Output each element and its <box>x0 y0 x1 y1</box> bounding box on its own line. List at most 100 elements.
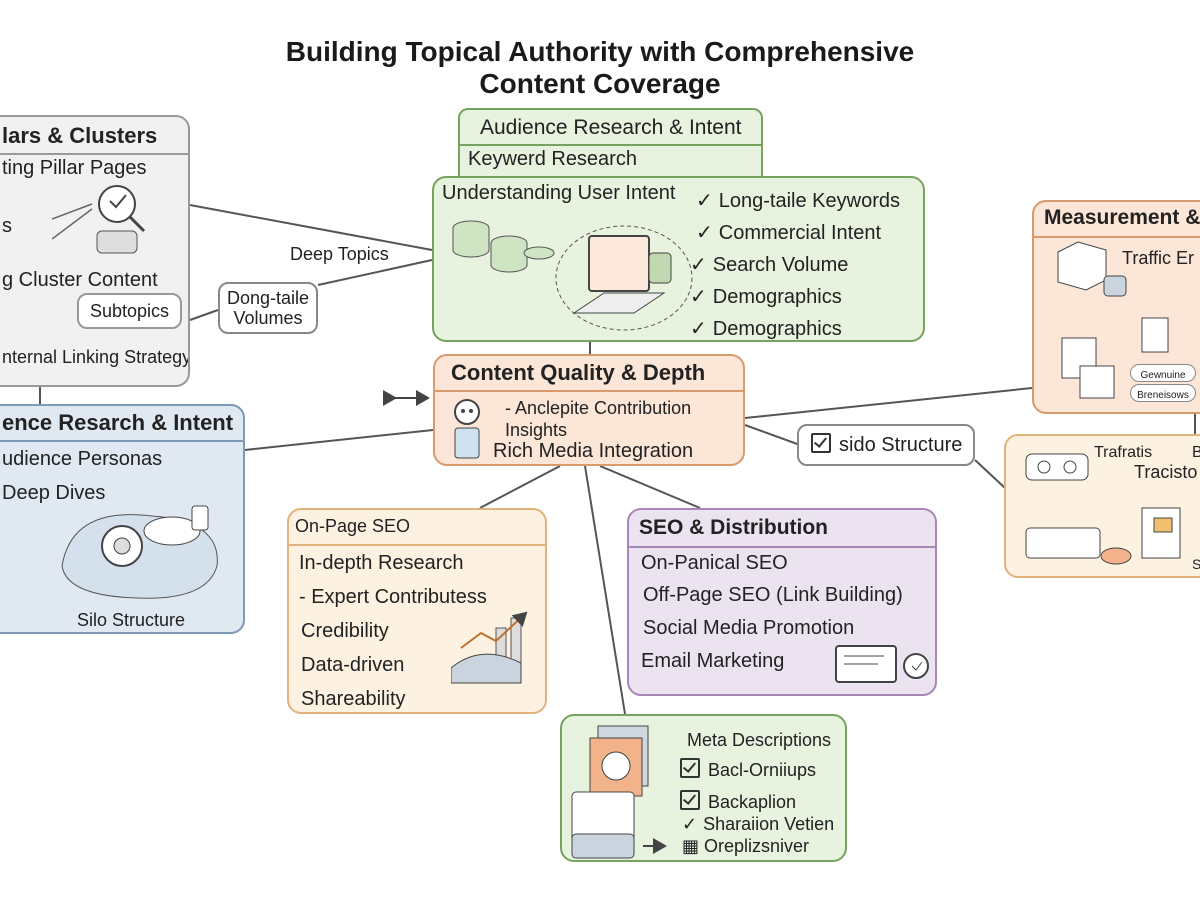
meta-item-1-text: Bacl-Orniiups <box>708 760 817 780</box>
content-quality-box: Content Quality & Depth - Anclepite Cont… <box>433 354 745 466</box>
meta-descriptions-box: Meta Descriptions Bacl-Orniiups Backapli… <box>560 714 847 862</box>
link-quality-measurement <box>744 387 1033 419</box>
silo-structure-footer: Silo Structure <box>77 610 186 630</box>
quality-header-divider <box>435 390 743 392</box>
quality-line-insights: Insights <box>505 420 568 440</box>
check-demographics-1: Demographics <box>690 284 842 309</box>
silo-structure-label: sido Structure <box>839 434 963 456</box>
link-quality-meta <box>584 465 626 715</box>
quality-line-rich-media: Rich Media Integration <box>493 440 694 462</box>
audience-research-header-tab: Audience Research & Intent Keywerd Resea… <box>458 108 763 178</box>
on-page-item-research: In-depth Research <box>299 552 464 574</box>
pillars-item-cluster-content: g Cluster Content <box>2 269 158 291</box>
distribution-item-onpage: On-Panical SEO <box>641 552 788 574</box>
title-line-1: Building Topical Authority with Comprehe… <box>285 36 915 67</box>
subtopics-pill: Subtopics <box>77 293 182 329</box>
keyword-research-label: Keywerd Research <box>468 148 637 170</box>
measurement-label-2: Breneisows <box>1130 384 1196 402</box>
link-dongtail-audience <box>317 259 433 286</box>
pillars-item-internal-linking: nternal Linking Strategy <box>2 347 190 367</box>
email-monitor-icon <box>835 645 929 683</box>
diagram-title: Building Topical Authority with Comprehe… <box>0 36 1200 100</box>
on-page-item-shareability: Shareability <box>301 688 406 710</box>
meta-item-3: Sharaiion Vetien <box>682 814 834 835</box>
pillars-header-divider <box>0 153 188 155</box>
check-long-tail-keywords: Long-taile Keywords <box>696 188 900 213</box>
check-demographics-2: Demographics <box>690 316 842 340</box>
traffic-label: Trafratis <box>1094 444 1153 461</box>
expert-avatar-icon <box>454 399 480 459</box>
meta-item-4: ▦ Oreplizsniver <box>682 836 810 856</box>
distribution-item-offpage: Off-Page SEO (Link Building) <box>643 584 903 606</box>
on-page-item-credibility: Credibility <box>301 620 389 642</box>
st-label: St <box>1192 556 1200 572</box>
seo-distribution-header: SEO & Distribution <box>639 516 828 539</box>
measurement-label-1-text: Gewnuine <box>1140 370 1186 381</box>
traffic-analytics-box: Trafratis B Tracisto St <box>1004 434 1200 578</box>
audience-left-box: ence Resarch & Intent udience Personas D… <box>0 404 245 634</box>
audience-research-header: Audience Research & Intent <box>480 116 742 139</box>
link-quality-distribution <box>599 465 701 509</box>
on-page-seo-box: On-Page SEO In-depth Research - Expert C… <box>287 508 547 714</box>
link-pillars-audience <box>189 204 433 251</box>
meta-item-1: Bacl-Orniiups <box>680 758 816 781</box>
dong-tail-volumes-pill: Dong-taile Volumes <box>218 282 318 334</box>
dong-tail-line-2: Volumes <box>233 308 303 328</box>
audience-left-header: ence Resarch & Intent <box>2 410 234 435</box>
measurement-divider <box>1034 236 1200 238</box>
on-page-seo-header: On-Page SEO <box>295 516 411 536</box>
growth-chart-icon <box>451 611 528 684</box>
link-silo-right <box>974 459 1006 489</box>
link-pillars-dongtail <box>189 309 219 321</box>
pillars-clusters-box: lars & Clusters ting Pillar Pages s g Cl… <box>0 115 190 387</box>
meta-checkbox-2-icon <box>680 790 700 810</box>
measurement-label-1: Gewnuine <box>1130 364 1196 382</box>
link-audience-left-quality <box>244 429 434 451</box>
audience-research-box: Understanding User Intent Long-taile Key… <box>432 176 925 342</box>
silo-network-illustration <box>61 505 218 599</box>
database-cylinders-icon <box>452 220 555 273</box>
title-line-2: Content Coverage <box>479 68 721 99</box>
meta-item-4-text: Oreplizsniver <box>704 836 810 856</box>
link-quality-silo <box>744 424 801 446</box>
measurement-header: Measurement & <box>1044 206 1200 229</box>
audience-header-divider <box>460 144 761 146</box>
magnifier-person-icon <box>52 185 146 254</box>
on-page-item-expert: - Expert Contributess <box>299 586 487 608</box>
measurement-label-2-text: Breneisows <box>1137 390 1189 401</box>
analytics-dashboard-icon <box>1025 453 1181 565</box>
seo-distribution-box: SEO & Distribution On-Panical SEO Off-Pa… <box>627 508 937 696</box>
understanding-user-intent: Understanding User Intent <box>442 182 676 204</box>
pillars-item-s: s <box>2 215 12 237</box>
distribution-item-email: Email Marketing <box>641 650 785 672</box>
meta-item-2: Backaplion <box>680 790 796 813</box>
audience-personas-label: udience Personas <box>2 448 163 470</box>
audience-left-divider <box>0 440 243 442</box>
measurement-traffic: Traffic Er <box>1122 248 1195 268</box>
check-search-volume: Search Volume <box>690 252 849 277</box>
on-page-divider <box>289 544 545 546</box>
laptop-analysis-icon <box>555 225 693 331</box>
on-page-item-data-driven: Data-driven <box>301 654 405 676</box>
server-chart-icon <box>1057 241 1169 399</box>
meta-checkbox-1-icon <box>680 758 700 778</box>
link-quality-onpage <box>479 465 561 509</box>
deep-topics-label: Deep Topics <box>290 244 389 264</box>
content-quality-header: Content Quality & Depth <box>451 360 706 385</box>
silo-structure-pill: sido Structure <box>797 424 975 466</box>
check-commercial-intent: Commercial Intent <box>696 220 881 245</box>
distribution-item-social: Social Media Promotion <box>643 617 855 639</box>
dong-tail-line-1: Dong-taile <box>226 288 310 308</box>
pillars-item-pillar-pages: ting Pillar Pages <box>2 157 147 179</box>
distribution-divider <box>629 546 935 548</box>
subtopics-label: Subtopics <box>89 301 170 321</box>
pillars-header: lars & Clusters <box>2 123 158 148</box>
meta-item-2-text: Backaplion <box>708 792 797 812</box>
silo-checkbox-icon <box>811 433 831 453</box>
tracks-label: Tracisto <box>1134 462 1198 482</box>
measurement-box: Measurement & Traffic Er Gewnuine Brenei… <box>1032 200 1200 414</box>
deep-dives-label: Deep Dives <box>2 482 106 504</box>
quality-line-contribution: - Anclepite Contribution <box>505 398 692 418</box>
documents-pipeline-icon <box>571 725 667 859</box>
